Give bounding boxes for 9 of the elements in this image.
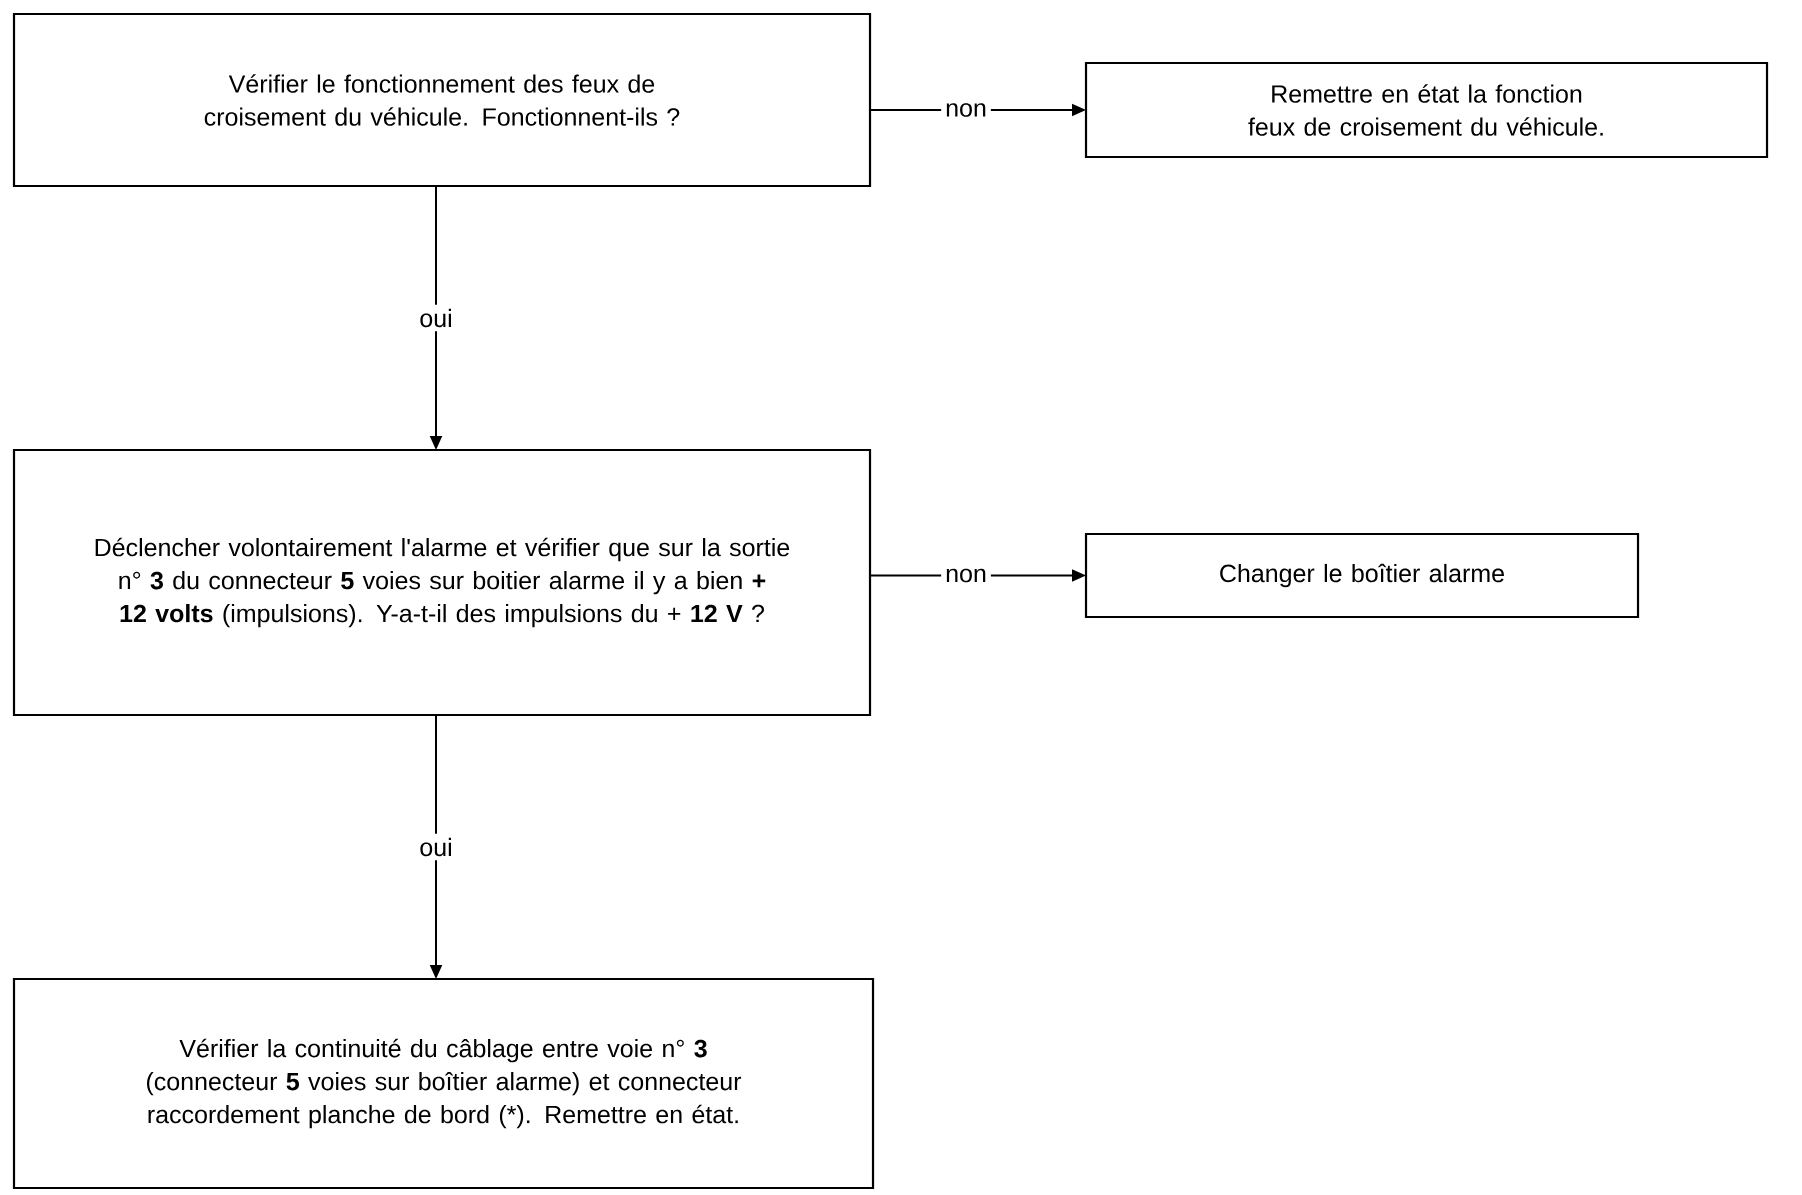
process-box: Vérifier le fonctionnement des feux de croisement du véhicule. Fonctionnent-ils ?	[12, 12, 872, 188]
edge-label: non	[941, 564, 991, 587]
edge-label: oui	[415, 833, 457, 861]
edge-label: non	[941, 99, 991, 121]
process-box: Vérifier la continuité du câblage entre voie n° 3 (connecteur 5 voies sur boîtier alarme) et connecteur raccordement planche de bord (*). Remettre en état.	[12, 977, 875, 1190]
process-box: Remettre en état la fonction feux de croisement du véhicule.	[1084, 61, 1769, 159]
process-box: Déclencher volontairement l'alarme et vérifier que sur la sortie n° 3 du connecteur 5 voies sur boitier alarme il y a bien + 12 volts (impulsions). Y-a-t-il des impulsions du + 12 V ?	[12, 448, 872, 717]
process-box: Changer le boîtier alarme	[1084, 532, 1640, 619]
edge-label: oui	[415, 304, 457, 332]
